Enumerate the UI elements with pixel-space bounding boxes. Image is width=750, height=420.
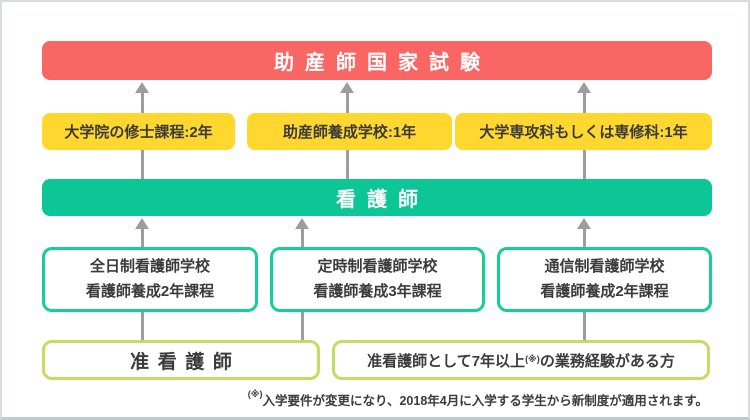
school-box-parttime: 定時制看護師学校 看護師養成3年課程 bbox=[270, 247, 485, 312]
course-box-label: 大学専攻科もしくは専修科:1年 bbox=[479, 124, 688, 141]
school-box-line1: 通信制看護師学校 bbox=[544, 257, 665, 275]
experience-box-suffix: の業務経験がある方 bbox=[539, 352, 675, 370]
course-box-label: 大学院の修士課程:2年 bbox=[64, 124, 213, 141]
arrowhead-up-icon bbox=[135, 82, 149, 93]
connector-line bbox=[301, 312, 304, 340]
connector-line bbox=[583, 312, 586, 340]
connector-line bbox=[583, 91, 586, 113]
nurse-banner: 看護師 bbox=[42, 179, 712, 216]
experience-box: 准看護師として7年以上(※)の業務経験がある方 bbox=[332, 340, 710, 380]
school-box-line2: 看護師養成3年課程 bbox=[313, 282, 442, 300]
connector-line bbox=[583, 150, 586, 179]
connector-line bbox=[141, 150, 144, 179]
exam-banner-label: 助産師国家試験 bbox=[274, 52, 491, 74]
connector-line bbox=[301, 227, 304, 247]
nurse-banner-label: 看護師 bbox=[336, 189, 429, 211]
course-box-graduate-school: 大学院の修士課程:2年 bbox=[42, 113, 235, 150]
assistant-nurse-label: 准看護師 bbox=[130, 351, 241, 373]
course-box-university-advanced-course: 大学専攻科もしくは専修科:1年 bbox=[455, 113, 712, 150]
footnote-mark: (※) bbox=[247, 389, 263, 399]
school-box-line2: 看護師養成2年課程 bbox=[540, 282, 669, 300]
school-box-fulltime: 全日制看護師学校 看護師養成2年課程 bbox=[42, 247, 258, 312]
assistant-nurse-box: 准看護師 bbox=[42, 340, 320, 380]
school-box-correspondence: 通信制看護師学校 看護師養成2年課程 bbox=[497, 247, 712, 312]
connector-line bbox=[346, 91, 349, 113]
arrowhead-up-icon bbox=[340, 82, 354, 93]
footnote-text: 入学要件が変更になり、2018年4月に入学する学生から新制度が適用されます。 bbox=[262, 394, 708, 408]
experience-box-prefix: 准看護師として7年以上 bbox=[367, 352, 526, 370]
course-box-midwife-training-school: 助産師養成学校:1年 bbox=[247, 113, 452, 150]
experience-box-note-mark: (※) bbox=[525, 353, 540, 364]
connector-line bbox=[346, 150, 349, 179]
school-box-line1: 全日制看護師学校 bbox=[89, 257, 210, 275]
arrowhead-up-icon bbox=[295, 218, 309, 229]
arrowhead-up-icon bbox=[577, 218, 591, 229]
connector-line bbox=[141, 91, 144, 113]
school-box-line1: 定時制看護師学校 bbox=[317, 257, 438, 275]
course-box-label: 助産師養成学校:1年 bbox=[282, 124, 417, 141]
footnote: (※)入学要件が変更になり、2018年4月に入学する学生から新制度が適用されます… bbox=[247, 389, 708, 409]
exam-banner: 助産師国家試験 bbox=[42, 41, 712, 80]
school-box-line2: 看護師養成2年課程 bbox=[85, 282, 215, 300]
connector-line bbox=[141, 227, 144, 247]
arrowhead-up-icon bbox=[135, 218, 149, 229]
connector-line bbox=[583, 227, 586, 247]
connector-line bbox=[141, 312, 144, 340]
arrowhead-up-icon bbox=[577, 82, 591, 93]
